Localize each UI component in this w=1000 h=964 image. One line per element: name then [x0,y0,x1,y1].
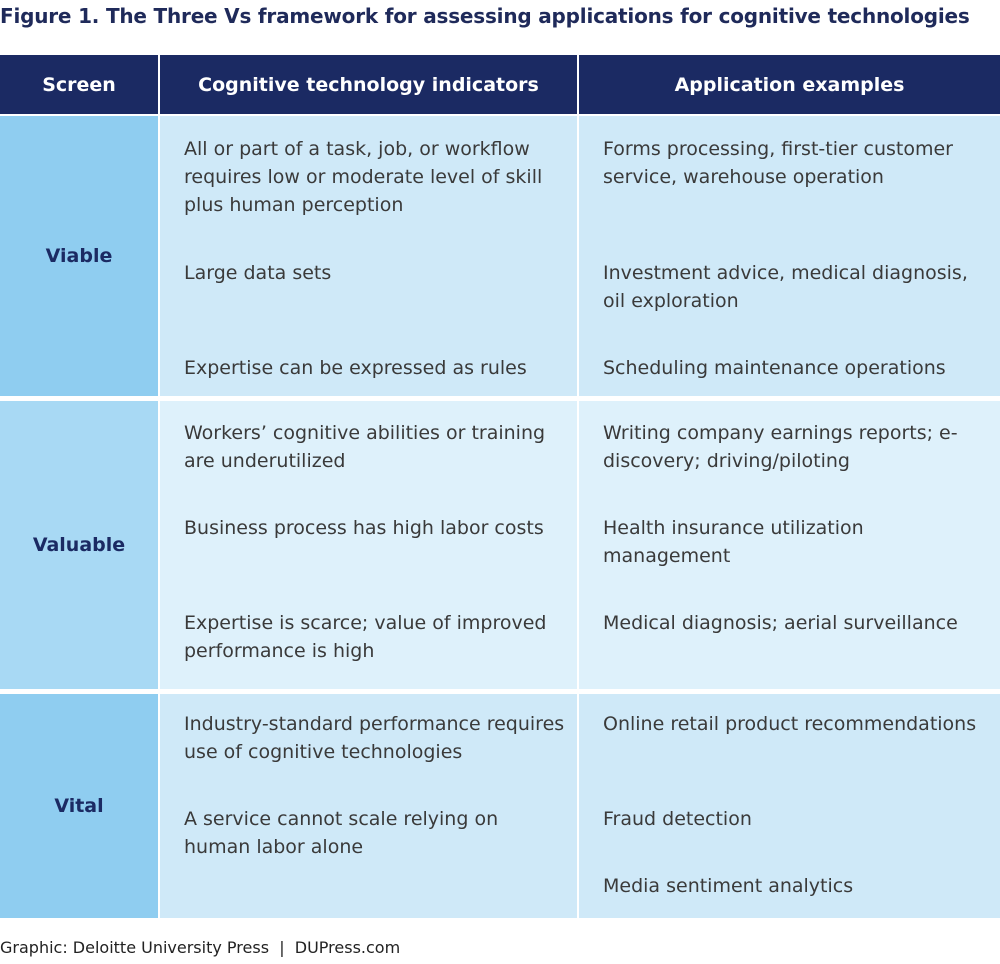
example-item: Scheduling maintenance operations [603,357,946,379]
example-item: Forms processing, first-tier customer se… [603,138,953,188]
indicators-cell-vital: Industry-standard performance requires u… [160,694,577,918]
section-viable: Viable All or part of a task, job, or wo… [0,116,1000,396]
indicator-item: Workers’ cognitive abilities or training… [184,422,546,472]
figure-title: Figure 1. The Three Vs framework for ass… [0,4,970,28]
screen-label-vital: Vital [0,694,158,918]
screen-label-valuable: Valuable [0,401,158,689]
indicators-cell-viable: All or part of a task, job, or workflow … [160,116,577,396]
example-item: Medical diagnosis; aerial surveillance [603,612,958,634]
example-item: Investment advice, medical diagnosis, oi… [603,262,968,312]
indicator-item: All or part of a task, job, or workflow … [184,138,543,216]
example-item: Writing company earnings reports; e-disc… [603,422,958,472]
indicator-item: Expertise is scarce; value of improved p… [184,612,547,662]
section-valuable: Valuable Workers’ cognitive abilities or… [0,401,1000,689]
examples-cell-valuable: Writing company earnings reports; e-disc… [579,401,1000,689]
indicator-item: A service cannot scale relying on human … [184,808,499,858]
header-screen: Screen [0,55,158,114]
example-item: Health insurance utilization management [603,517,864,567]
header-examples: Application examples [579,55,1000,114]
indicator-item: Expertise can be expressed as rules [184,357,527,379]
screen-label-viable: Viable [0,116,158,396]
example-item: Fraud detection [603,808,752,830]
examples-cell-vital: Online retail product recommendations Fr… [579,694,1000,918]
example-item: Online retail product recommendations [603,713,977,735]
indicator-item: Large data sets [184,262,332,284]
indicator-item: Business process has high labor costs [184,517,544,539]
header-indicators: Cognitive technology indicators [160,55,577,114]
examples-cell-viable: Forms processing, first-tier customer se… [579,116,1000,396]
section-vital: Vital Industry-standard performance requ… [0,694,1000,918]
source-credit: Graphic: Deloitte University Press | DUP… [0,938,401,957]
example-item: Media sentiment analytics [603,875,854,897]
indicators-cell-valuable: Workers’ cognitive abilities or training… [160,401,577,689]
indicator-item: Industry-standard performance requires u… [184,713,565,763]
